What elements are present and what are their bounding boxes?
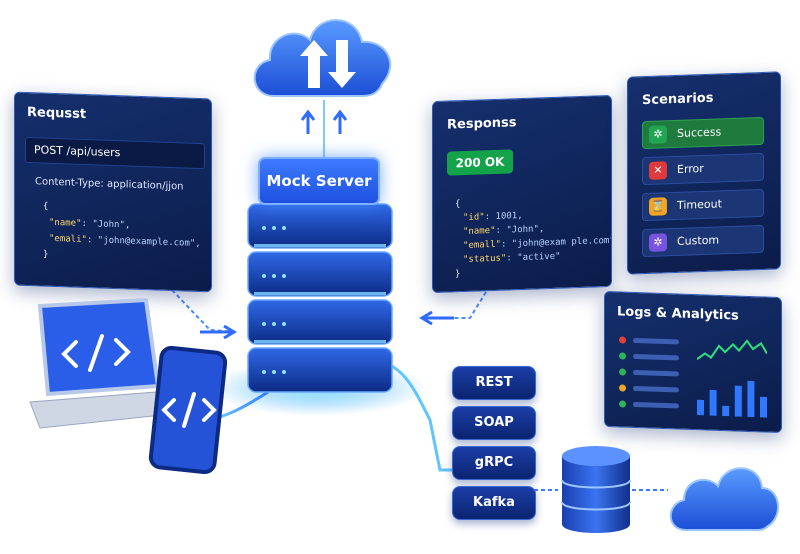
status-badge: 200 OK — [447, 149, 513, 176]
log-entry-bar — [633, 369, 679, 377]
request-val-email: : "john@example.com", — [86, 235, 201, 250]
protocol-kafka[interactable]: Kafka — [452, 486, 536, 520]
response-body-line4: "status": "active" — [463, 252, 561, 265]
log-entry-bar — [633, 401, 679, 409]
scenario-label: Custom — [677, 233, 720, 248]
trend-sparkline — [697, 339, 767, 360]
bar-mark — [709, 389, 717, 416]
response-body-close: } — [455, 269, 461, 280]
bar-mark — [697, 399, 704, 416]
response-val-email: : "john@exam ple.com", — [500, 235, 612, 250]
bar-mini-chart — [697, 380, 767, 418]
log-status-dot — [619, 384, 626, 392]
bar-mark — [760, 396, 767, 418]
request-key-name: "name" — [49, 217, 82, 229]
wire-response-to-server — [436, 291, 487, 319]
scenario-error[interactable]: ✕ Error — [642, 152, 764, 186]
scenarios-panel: Scenarios ✲ Success ✕ Error ⌛ Timeout ✲ … — [627, 71, 781, 275]
response-body-line2: "name": "John", — [463, 224, 544, 237]
scenario-custom[interactable]: ✲ Custom — [642, 224, 764, 258]
log-entry-bar — [633, 353, 679, 361]
scenario-label: Error — [677, 162, 704, 176]
pinwheel-icon: ✲ — [649, 125, 667, 144]
bar-mark — [734, 385, 742, 417]
scenario-timeout[interactable]: ⌛ Timeout — [642, 188, 764, 222]
protocol-soap[interactable]: SOAP — [452, 406, 536, 440]
response-title: Responss — [447, 115, 517, 133]
bar-mark — [747, 380, 755, 418]
request-body-close: } — [43, 249, 49, 260]
arrow-out-server-right — [419, 310, 454, 326]
response-val-id: : 1001, — [484, 210, 523, 223]
log-entry-bar — [633, 385, 679, 393]
request-method-bar: POST /api/users — [25, 136, 205, 170]
wire-request-to-server — [171, 289, 239, 333]
response-body-line3: "emall": "john@exam ple.com", — [463, 236, 612, 251]
laptop-icon — [29, 298, 173, 429]
hourglass-icon: ⌛ — [649, 197, 667, 216]
arrow-into-server-left — [200, 324, 237, 340]
request-body-line2: "emali": "john@example.com", — [49, 234, 201, 249]
response-key-email: "emall" — [463, 239, 501, 252]
response-val-status: : "active" — [506, 251, 561, 264]
bar-mark — [722, 405, 730, 417]
scenario-success[interactable]: ✲ Success — [642, 116, 764, 150]
response-key-name: "name" — [463, 225, 496, 238]
cloud-icon — [669, 467, 780, 531]
x-icon: ✕ — [649, 161, 667, 180]
log-entry-bar — [633, 337, 679, 345]
phone-icon — [148, 346, 228, 475]
arrow-up-right — [332, 109, 348, 134]
server-rack-icon — [247, 203, 393, 393]
log-status-dot — [619, 336, 626, 344]
response-body-open: { — [455, 199, 461, 210]
response-body-line1: "id": 1001, — [463, 211, 523, 223]
response-val-name: : "John", — [495, 224, 545, 236]
request-header-text: Content-Type: application/jjon — [35, 176, 184, 193]
request-method-text: POST /api/users — [34, 143, 121, 160]
response-panel: Responss 200 OK { "id": 1001, "name": "J… — [432, 94, 612, 294]
request-body-open: { — [43, 201, 49, 212]
pinwheel-icon: ✲ — [649, 233, 667, 252]
protocol-rest[interactable]: REST — [452, 366, 536, 400]
log-status-dot — [619, 368, 626, 376]
database-icon — [561, 446, 631, 533]
logs-analytics-panel: Logs & Analytics — [604, 290, 782, 434]
scenario-label: Timeout — [677, 197, 722, 212]
request-panel: Requsst POST /api/users Content-Type: ap… — [14, 91, 212, 293]
response-key-status: "status" — [463, 253, 507, 266]
scenarios-title: Scenarios — [642, 90, 714, 109]
protocol-grpc[interactable]: gRPC — [452, 446, 536, 480]
cloud-sync-icon — [253, 19, 392, 97]
mock-server-label: Mock Server — [258, 157, 380, 205]
arrow-up-left — [300, 109, 316, 134]
response-key-id: "id" — [463, 212, 485, 224]
scenario-label: Success — [677, 125, 722, 140]
request-val-name: : "John", — [81, 218, 131, 231]
logs-title: Logs & Analytics — [617, 304, 739, 324]
log-status-dot — [619, 400, 626, 408]
request-key-email: "emali" — [49, 233, 87, 246]
log-status-dot — [619, 352, 626, 360]
request-body-line1: "name": "John", — [49, 218, 130, 231]
request-title: Requsst — [27, 104, 87, 123]
